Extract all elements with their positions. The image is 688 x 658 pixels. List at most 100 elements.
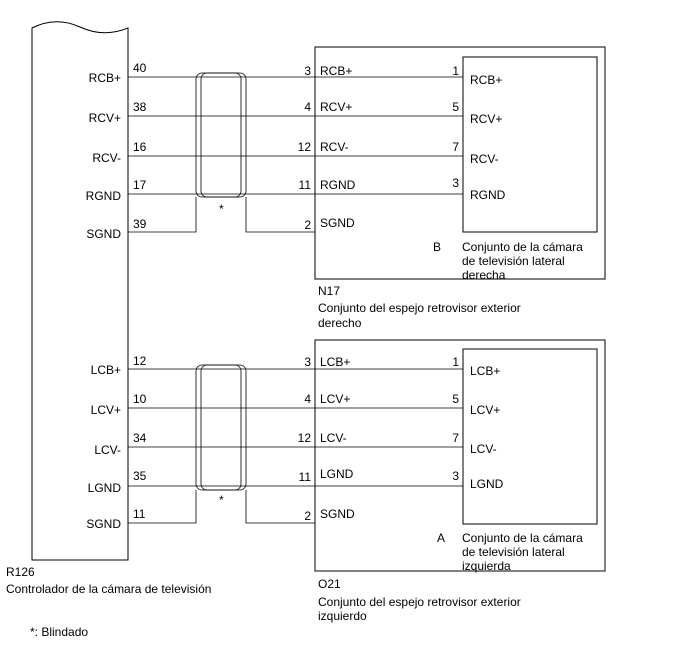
- controller-pin-number: 12: [133, 354, 147, 368]
- mirror-pin-label: RCV-: [320, 140, 349, 154]
- left-mirror-name-1: Conjunto del espejo retrovisor exterior: [318, 595, 521, 609]
- controller-pin-label: RGND: [86, 189, 122, 203]
- controller-pin-label: RCV+: [89, 111, 121, 125]
- mirror-pin-label: SGND: [320, 507, 355, 521]
- mirror-pin-number: 4: [304, 392, 311, 406]
- wire-sgnd-left-mirror: [245, 490, 315, 524]
- mirror-pin-number: 11: [299, 178, 312, 192]
- controller-pin-label: LCB+: [91, 363, 121, 377]
- controller-pin-number: 16: [133, 140, 147, 154]
- controller-pin-number: 38: [133, 100, 147, 114]
- mirror-pin-number: 2: [304, 218, 311, 232]
- shield-outline-inner: [200, 364, 242, 491]
- camera-pin-label: RCV+: [470, 112, 502, 126]
- left-wires: [128, 368, 463, 524]
- controller-pin-label: LGND: [88, 481, 122, 495]
- right-camera-name-1: Conjunto de la cámara: [462, 240, 583, 254]
- shield-outline: [195, 364, 247, 491]
- controller-pin-label: RCV-: [92, 151, 121, 165]
- shield-outline: [195, 72, 247, 198]
- right-mirror-box: [314, 46, 606, 280]
- camera-pin-number: 7: [452, 140, 459, 154]
- camera-pin-number: 7: [452, 431, 459, 445]
- controller-pin-label: LCV+: [91, 403, 121, 417]
- mirror-pin-label: LCB+: [320, 355, 350, 369]
- left-mirror-name-2: izquierdo: [318, 609, 367, 623]
- shield-outline-inner: [200, 72, 242, 198]
- controller-pin-label: RCB+: [89, 71, 121, 85]
- mirror-pin-label: SGND: [320, 216, 355, 230]
- right-mirror-code: N17: [318, 284, 340, 298]
- mirror-pin-label: LCV+: [320, 392, 350, 406]
- left-camera-name-3: izquierda: [462, 559, 511, 573]
- controller-pin-number: 40: [133, 61, 147, 75]
- footnote: *: Blindado: [30, 625, 88, 639]
- left-camera-pin-labels: LCB+ LCV+ LCV- LGND: [470, 364, 504, 491]
- camera-pin-label: RGND: [470, 188, 506, 202]
- camera-pin-number: 5: [452, 100, 459, 114]
- right-camera-name-2: de televisión lateral: [462, 254, 565, 268]
- left-mirror-pin-numbers: 3 4 12 11 2: [298, 355, 312, 523]
- right-camera-pin-labels: RCB+ RCV+ RCV- RGND: [470, 73, 506, 202]
- controller-name: Controlador de la cámara de televisión: [6, 582, 211, 596]
- camera-pin-number: 5: [452, 392, 459, 406]
- left-mirror-code: O21: [318, 577, 341, 591]
- left-mirror-box: [314, 339, 606, 572]
- wire-sgnd-right: [128, 197, 197, 233]
- camera-pin-number: 1: [452, 64, 459, 78]
- right-mirror-pin-labels: RCB+ RCV+ RCV- RGND SGND: [320, 64, 356, 230]
- mirror-pin-label: RCV+: [320, 100, 352, 114]
- left-camera-box: [462, 348, 598, 525]
- controller-pin-number: 11: [133, 507, 146, 521]
- right-camera-letter: B: [433, 240, 441, 254]
- mirror-pin-number: 12: [298, 140, 312, 154]
- camera-pin-label: LGND: [470, 477, 504, 491]
- camera-pin-label: RCB+: [470, 73, 502, 87]
- left-camera-pin-numbers: 1 5 7 3: [452, 355, 459, 483]
- controller-pin-number: 39: [133, 217, 147, 231]
- controller-pin-number: 34: [133, 431, 147, 445]
- mirror-pin-label: RGND: [320, 178, 356, 192]
- controller-pin-label: SGND: [86, 227, 121, 241]
- controller-pin-label: LCV-: [94, 443, 121, 457]
- camera-pin-label: LCB+: [470, 364, 500, 378]
- controller-pin-numbers: 40 38 16 17 39 12 10 34 35 11: [133, 61, 147, 521]
- mirror-pin-number: 2: [304, 509, 311, 523]
- shield-marker: *: [219, 493, 224, 507]
- camera-pin-number: 3: [452, 176, 459, 190]
- wire-sgnd-right-mirror: [245, 197, 315, 233]
- shield-marker: *: [219, 202, 224, 216]
- controller-pin-number: 35: [133, 469, 147, 483]
- controller-code: R126: [6, 565, 35, 579]
- right-camera-box: [462, 56, 598, 233]
- camera-pin-label: RCV-: [470, 152, 499, 166]
- mirror-pin-label: LCV-: [320, 431, 347, 445]
- mirror-pin-label: LGND: [320, 467, 354, 481]
- camera-pin-number: 1: [452, 355, 459, 369]
- right-mirror-name-1: Conjunto del espejo retrovisor exterior: [318, 301, 521, 315]
- camera-pin-label: LCV-: [470, 442, 497, 456]
- wire-sgnd-left: [128, 490, 197, 524]
- left-mirror-pin-labels: LCB+ LCV+ LCV- LGND SGND: [320, 355, 355, 521]
- right-shield: *: [195, 72, 247, 216]
- mirror-pin-number: 3: [304, 64, 311, 78]
- mirror-pin-number: 3: [304, 355, 311, 369]
- controller-body: [31, 21, 129, 561]
- controller-pin-number: 17: [133, 178, 147, 192]
- left-camera-name-2: de televisión lateral: [462, 545, 565, 559]
- camera-pin-label: LCV+: [470, 403, 500, 417]
- camera-pin-number: 3: [452, 469, 459, 483]
- controller-pin-label: SGND: [86, 517, 121, 531]
- mirror-pin-number: 11: [299, 470, 312, 484]
- left-camera-letter: A: [437, 531, 445, 545]
- right-mirror-pin-numbers: 3 4 12 11 2: [298, 64, 312, 232]
- controller-pin-labels: RCB+ RCV+ RCV- RGND SGND LCB+ LCV+ LCV- …: [86, 71, 122, 531]
- right-wires: [128, 76, 463, 233]
- controller-pin-number: 10: [133, 392, 147, 406]
- right-mirror-name-2: derecho: [318, 316, 362, 330]
- right-camera-name-3: derecha: [462, 268, 506, 282]
- mirror-pin-number: 12: [298, 431, 312, 445]
- right-camera-pin-numbers: 1 5 7 3: [452, 64, 459, 190]
- left-shield: *: [195, 364, 247, 507]
